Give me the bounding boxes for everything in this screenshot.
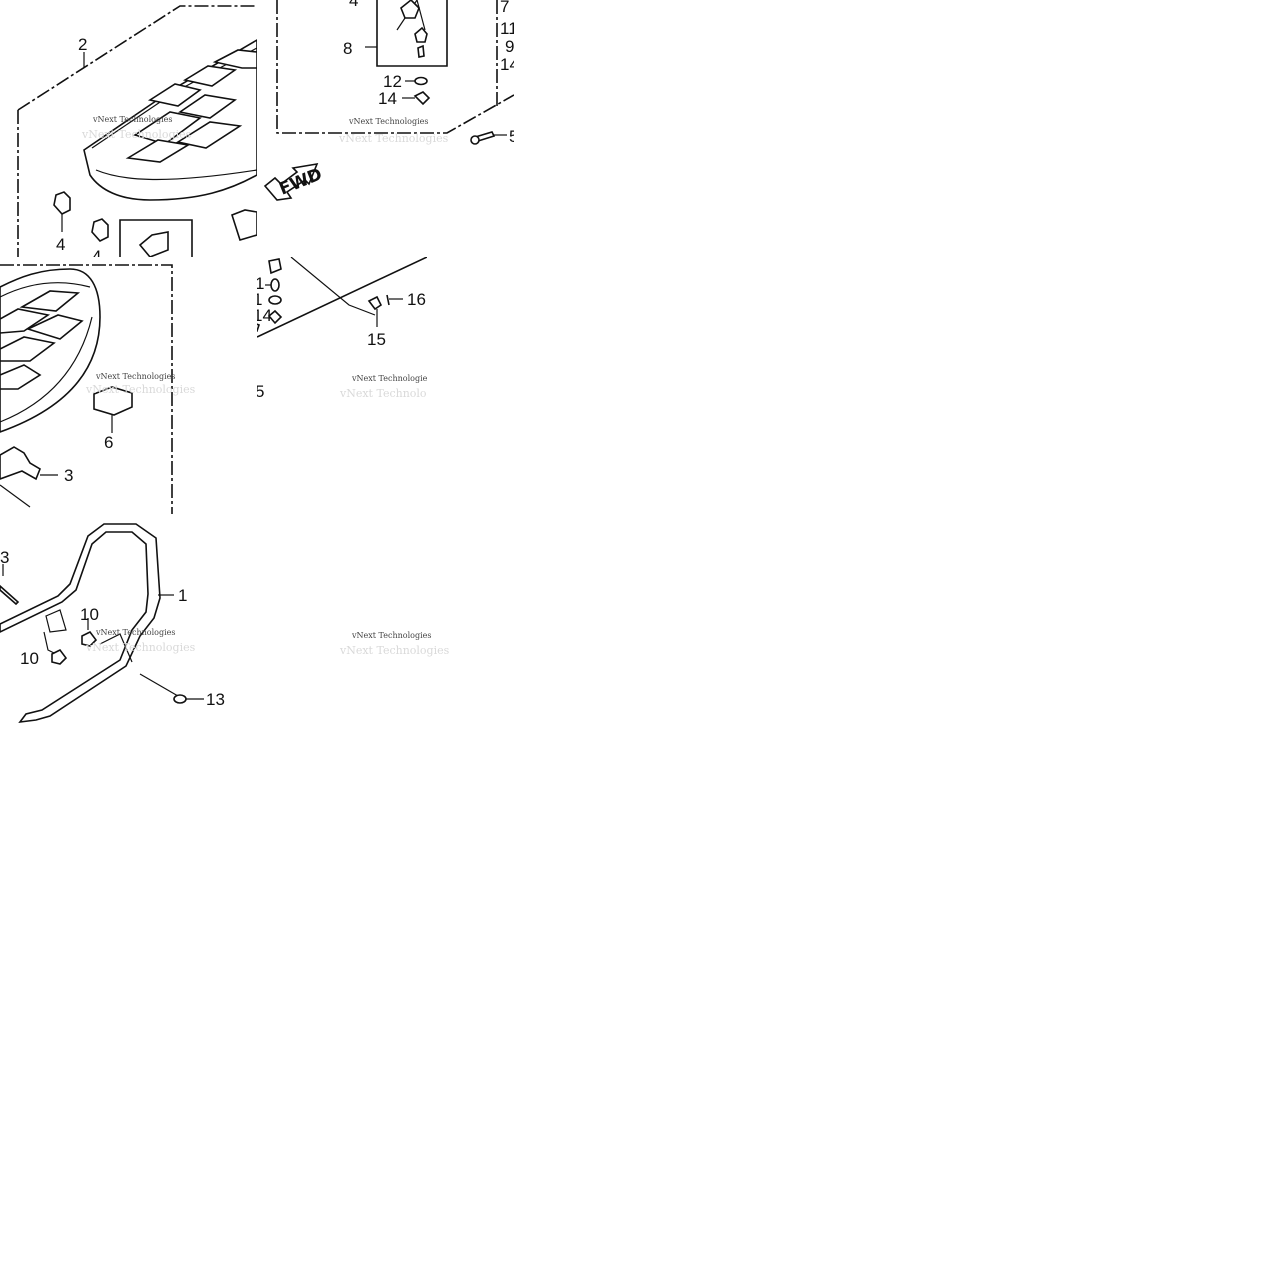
sub-assembly-box [119, 219, 193, 257]
stopper-part [93, 386, 133, 433]
part-label-10: 10 [80, 605, 99, 624]
part-label-16: 16 [407, 290, 426, 309]
nut-part [413, 91, 431, 106]
collar-part [414, 26, 428, 43]
part-label-4: 4 [92, 247, 101, 257]
watermark-back: vNext Technologies [81, 128, 192, 141]
frame-line [257, 257, 427, 338]
part-label-14: 14 [378, 89, 397, 108]
part-label-4: 4 [56, 235, 65, 254]
diagram-tile-grab-rail: vNext Technologies vNext Technologies 3 … [0, 514, 257, 771]
grab-rail-part [0, 523, 161, 724]
detail-line [416, 0, 426, 31]
assembly-outline [17, 5, 257, 111]
nut-part [267, 309, 283, 325]
grommet-part [400, 0, 420, 19]
assembly-outline [276, 0, 514, 134]
part-label-10: 10 [20, 649, 39, 668]
part-label-5: 5 [257, 382, 264, 401]
bracket-part [138, 231, 169, 257]
collar-part [268, 258, 282, 275]
bolt-head [470, 135, 480, 145]
seat-part [0, 268, 101, 433]
watermark: vNext Technologies [351, 374, 427, 383]
part-label-14: 14 [500, 55, 514, 74]
part-label-13: 13 [206, 690, 225, 709]
pin-part [386, 294, 390, 306]
cushion-rubber [53, 191, 71, 232]
washer-part [173, 694, 187, 704]
watermark: vNext Technologies [92, 115, 172, 124]
part-label-9: 9 [505, 37, 514, 56]
watermark: vNext Technologies [351, 631, 431, 640]
part-label-11: 11 [500, 19, 514, 38]
part-label-6: 6 [104, 433, 113, 452]
cushion-rubber [91, 218, 109, 242]
part-label-12: 12 [383, 72, 402, 91]
leader-line [290, 257, 376, 316]
bolt-part [0, 584, 20, 606]
part-label-3: 3 [64, 466, 73, 485]
part-label-1: 1 [257, 290, 262, 309]
watermark-back: vNext Technologies [85, 383, 196, 396]
part-label-8: 8 [343, 39, 352, 58]
diagram-tile-blank: vNext Technologies vNext Technologies [257, 514, 514, 771]
part-label-1: 1 [257, 274, 264, 293]
watermark: vNext Technologies [95, 372, 175, 381]
washer-part [268, 295, 282, 305]
part-label-4: 4 [349, 0, 358, 10]
washer-part [414, 76, 428, 86]
nut-part [51, 648, 68, 665]
nut-part [81, 630, 98, 647]
watermark-back: vNext Technologies [339, 644, 450, 657]
part-label-14: 14 [257, 306, 272, 325]
watermark-back: vNext Technologies [338, 132, 449, 145]
diagram-tile-hardware: vNext Technologies vNext Technologies 1 … [257, 257, 427, 514]
frame-line [0, 484, 31, 508]
pin-part [139, 673, 179, 697]
part-label-15: 15 [367, 330, 386, 349]
fwd-arrow [263, 162, 319, 201]
spacer-part [417, 44, 425, 58]
assembly-outline [0, 264, 173, 514]
leader-line [43, 631, 57, 655]
sub-assembly-box [376, 0, 448, 67]
bracket-part [0, 446, 58, 481]
part-label-2: 2 [78, 35, 87, 54]
bracket-part [231, 209, 257, 241]
diagram-tile-detail: FWD vNext Technologies vNext Technologie… [257, 0, 514, 257]
bolt-part [257, 323, 261, 333]
diagram-tile-seat-top: vNext Technologies vNext Technologies 2 … [0, 0, 257, 257]
part-label-3: 3 [0, 548, 9, 567]
part-label-7: 7 [500, 0, 509, 16]
part-label-1: 1 [178, 586, 187, 605]
nut-part [367, 295, 383, 311]
watermark: vNext Technologies [95, 628, 175, 637]
part-label-5: 5 [509, 127, 514, 146]
diagram-tile-seat-bottom: vNext Technologies vNext Technologies 6 … [0, 257, 257, 514]
watermark: vNext Technologies [348, 117, 428, 126]
spacer-part [270, 278, 280, 292]
watermark-back: vNext Technologies [85, 641, 196, 654]
seat-part [83, 39, 257, 201]
watermark-back: vNext Technologies [339, 387, 427, 400]
